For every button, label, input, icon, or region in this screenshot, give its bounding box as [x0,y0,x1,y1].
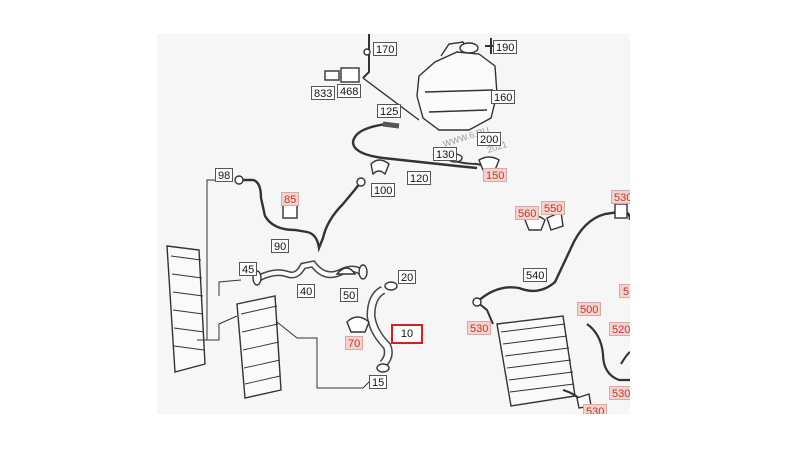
part-label-190[interactable]: 190 [493,40,517,54]
part-label-120[interactable]: 120 [407,171,431,185]
part-label-98[interactable]: 98 [215,168,233,182]
radiator [166,245,206,373]
part-label-530-bottom[interactable]: 530 [583,404,607,414]
part-label-50[interactable]: 50 [340,288,358,302]
part-label-520[interactable]: 520 [609,322,630,336]
breather-hose [351,122,478,170]
part-label-20[interactable]: 20 [398,270,416,284]
part-label-540[interactable]: 540 [523,268,547,282]
part-label-200[interactable]: 200 [477,132,501,146]
part-label-468[interactable]: 468 [337,84,361,98]
part-label-40[interactable]: 40 [297,284,315,298]
part-label-15[interactable]: 15 [369,375,387,389]
part-label-150[interactable]: 150 [483,168,507,182]
part-label-70[interactable]: 70 [345,336,363,350]
part-label-160[interactable]: 160 [491,90,515,104]
part-label-90[interactable]: 90 [271,239,289,253]
part-label-530-top[interactable]: 530 [611,190,630,204]
part-label-100[interactable]: 100 [371,183,395,197]
parts-diagram: WWW.6.RU 2021 170 190 833 468 160 125 20… [157,34,630,414]
part-label-170[interactable]: 170 [373,42,397,56]
tank-cap [459,42,479,54]
part-label-530-left[interactable]: 530 [467,321,491,335]
coolant-pipe [239,178,362,253]
part-label-45[interactable]: 45 [239,262,257,276]
diagram-drawing [166,34,630,414]
part-label-130[interactable]: 130 [433,147,457,161]
part-label-530-right[interactable]: 530 [609,386,630,400]
part-label-550[interactable]: 550 [541,201,565,215]
part-label-560[interactable]: 560 [515,206,539,220]
part-label-500[interactable]: 500 [577,302,601,316]
part-label-833[interactable]: 833 [311,86,335,100]
part-label-125[interactable]: 125 [377,104,401,118]
part-label-10-highlighted[interactable]: 10 [391,324,423,344]
part-label-85[interactable]: 85 [281,192,299,206]
part-label-5-partial[interactable]: 5 [619,284,630,298]
